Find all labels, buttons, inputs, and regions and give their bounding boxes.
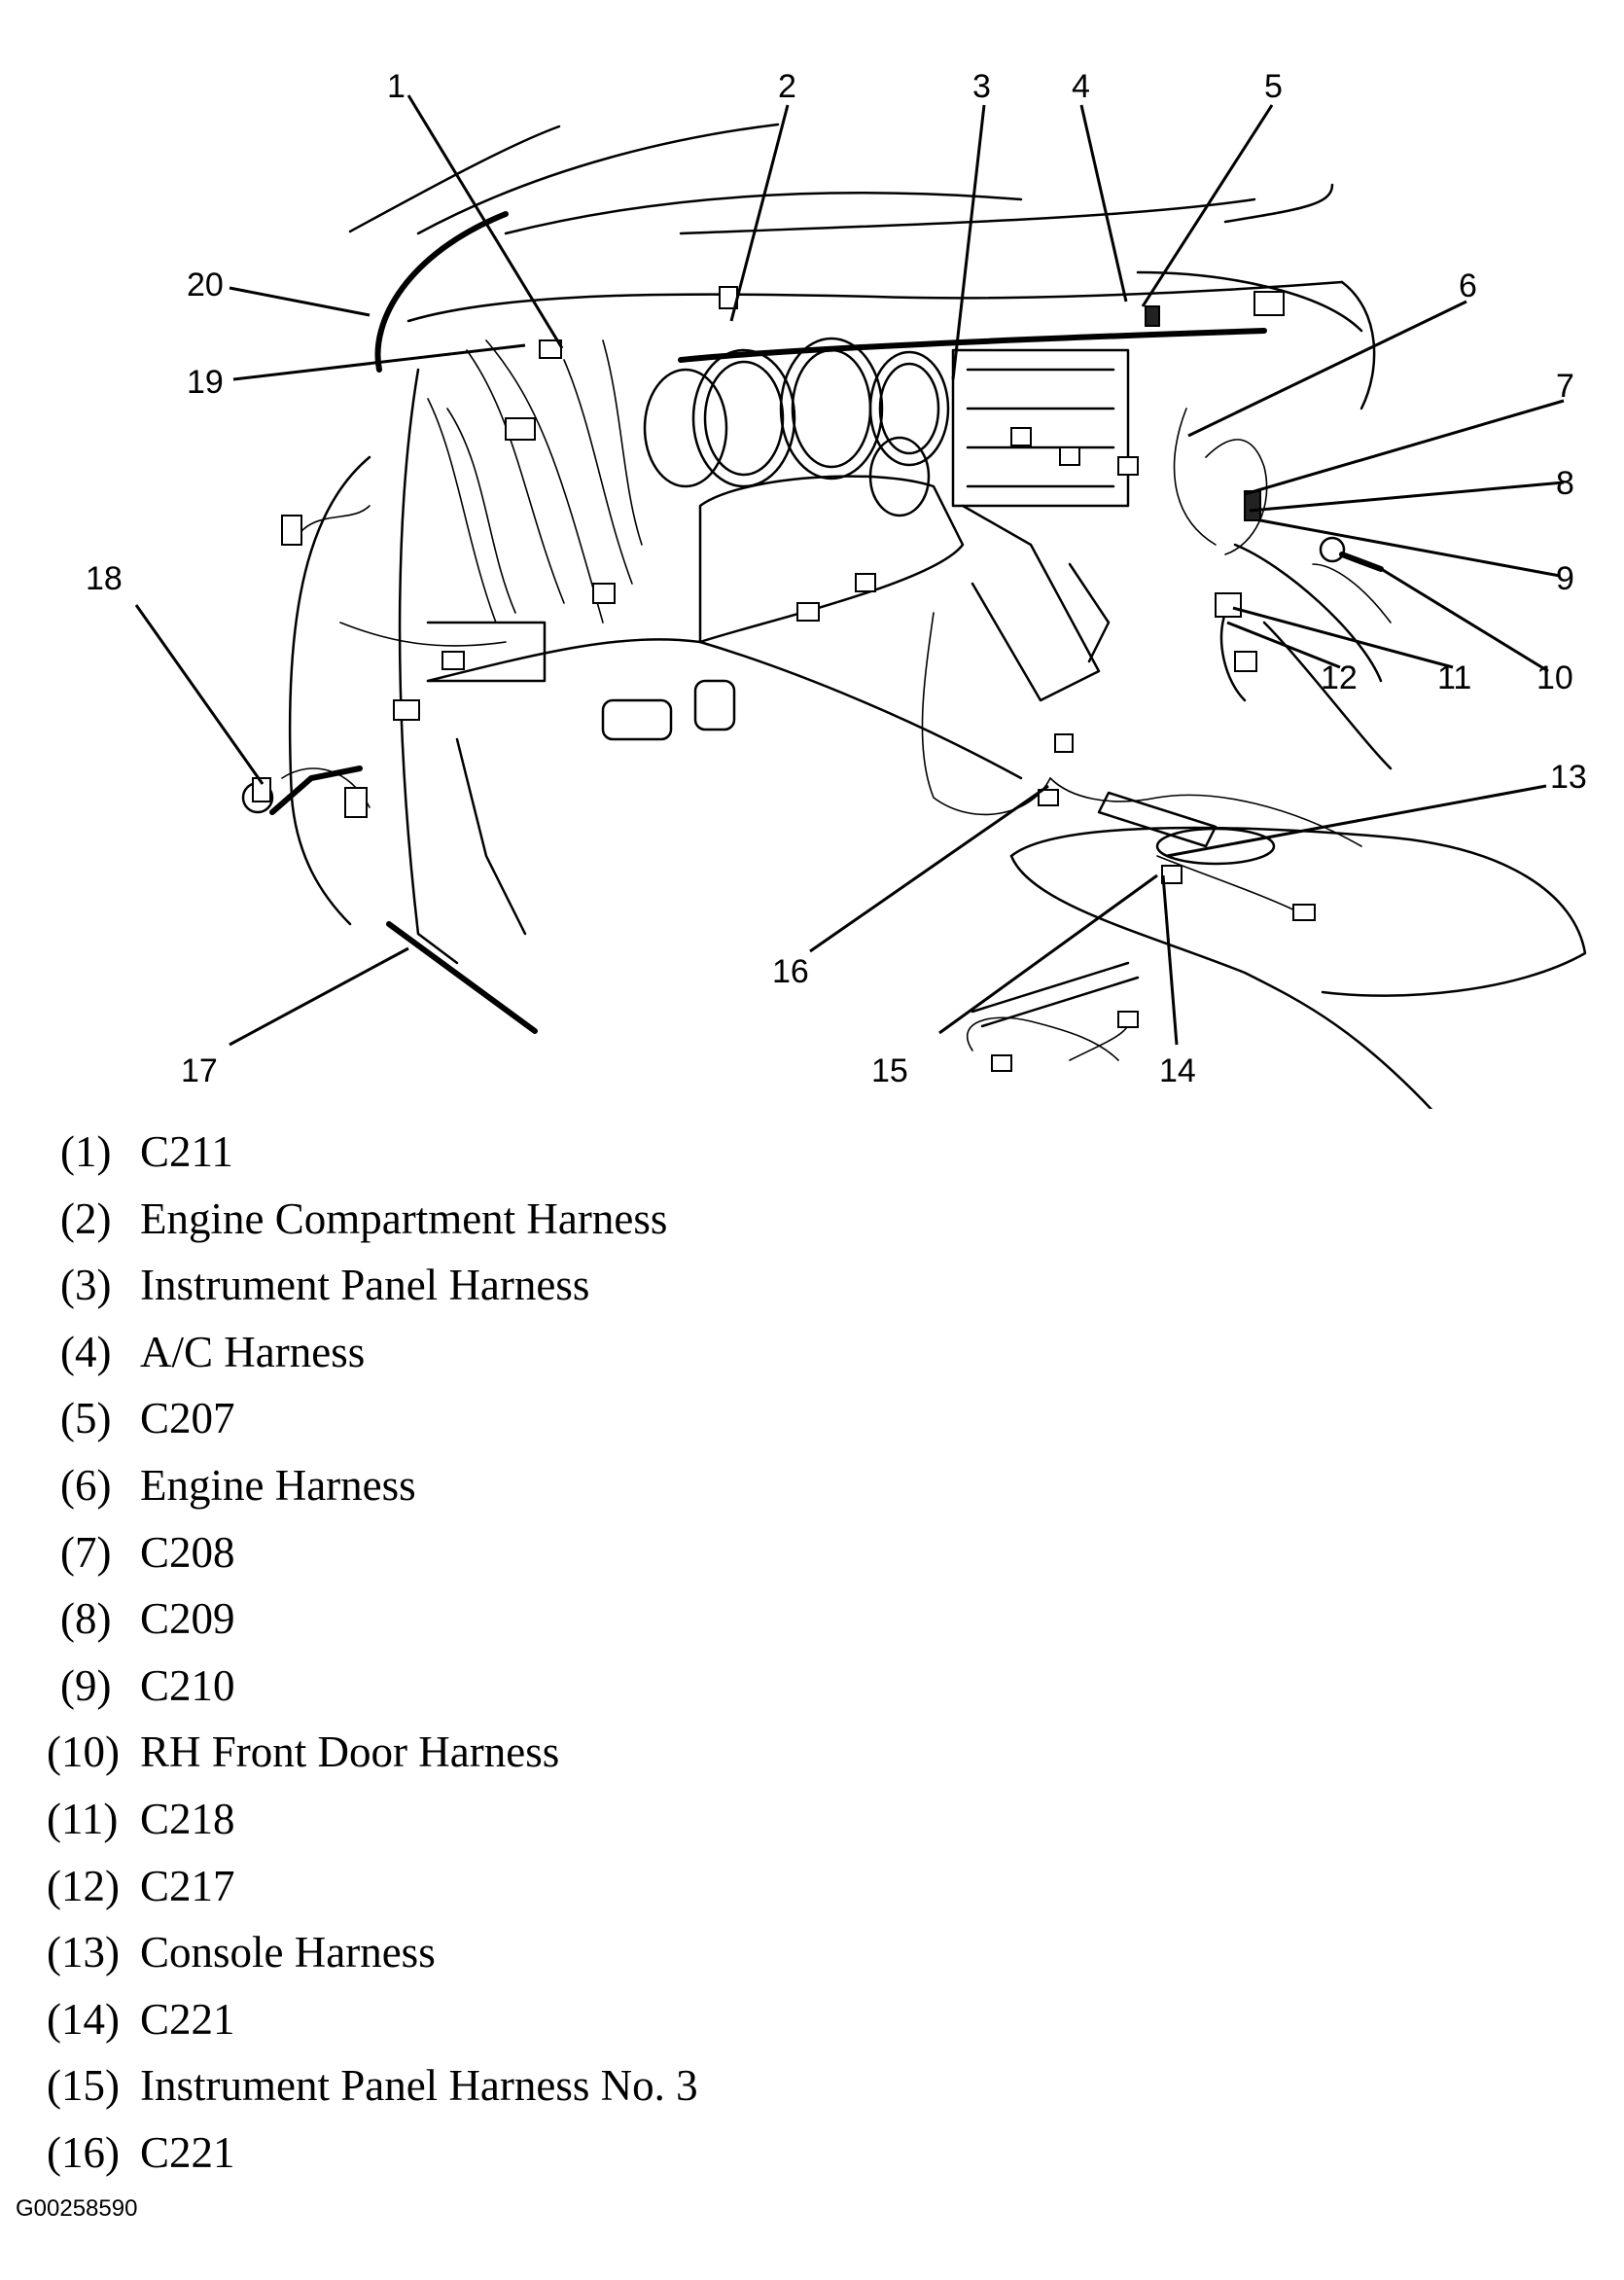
legend-item: (14)C221 <box>47 1994 235 2044</box>
dashboard-line-art <box>241 123 1587 1109</box>
legend-item: (4)A/C Harness <box>60 1327 366 1376</box>
legend-item: (9)C210 <box>60 1660 235 1710</box>
callout-8: 8 <box>1556 465 1574 502</box>
figure-id: G00258590 <box>16 2195 138 2222</box>
legend-item: (3)Instrument Panel Harness <box>60 1261 590 1310</box>
legend-item: (6)Engine Harness <box>60 1460 416 1510</box>
legend-item: (10)RH Front Door Harness <box>47 1728 560 1777</box>
harness-diagram: 1 2 3 4 5 6 7 8 9 10 11 12 13 14 15 16 1… <box>86 68 1587 1109</box>
callout-3: 3 <box>972 68 991 105</box>
callout-19: 19 <box>187 364 224 401</box>
callout-4: 4 <box>1072 68 1090 105</box>
legend-item: (12)C217 <box>47 1861 235 1910</box>
callout-15: 15 <box>871 1052 908 1089</box>
callout-12: 12 <box>1321 659 1358 696</box>
legend-item: (1)C211 <box>60 1127 233 1176</box>
callout-10: 10 <box>1536 659 1573 696</box>
legend-item: (2)Engine Compartment Harness <box>60 1193 668 1243</box>
callout-13: 13 <box>1550 759 1587 796</box>
callout-7: 7 <box>1556 368 1574 405</box>
callout-6: 6 <box>1459 267 1477 304</box>
callout-17: 17 <box>181 1052 218 1089</box>
callout-5: 5 <box>1264 68 1283 105</box>
callout-18: 18 <box>86 560 123 597</box>
legend-item: (16)C221 <box>47 2127 235 2177</box>
callout-20: 20 <box>187 267 224 303</box>
legend-list: (1)C211 (2)Engine Compartment Harness (3… <box>47 1119 698 2187</box>
callout-1: 1 <box>387 68 406 105</box>
legend-item: (8)C209 <box>60 1594 235 1644</box>
callout-16: 16 <box>772 953 809 990</box>
callout-2: 2 <box>778 68 796 105</box>
callout-9: 9 <box>1556 560 1574 597</box>
callout-numbers: 1 2 3 4 5 6 7 8 9 10 11 12 13 14 15 16 1… <box>86 68 1587 1089</box>
callout-11: 11 <box>1437 659 1471 696</box>
legend-item: (7)C208 <box>60 1527 235 1577</box>
legend-item: (13)Console Harness <box>47 1928 436 1977</box>
callout-14: 14 <box>1159 1052 1196 1089</box>
leader-lines <box>134 94 1565 1047</box>
legend-item: (5)C207 <box>60 1394 235 1443</box>
legend-item: (15)Instrument Panel Harness No. 3 <box>47 2061 698 2111</box>
legend-item: (11)C218 <box>47 1794 235 1843</box>
